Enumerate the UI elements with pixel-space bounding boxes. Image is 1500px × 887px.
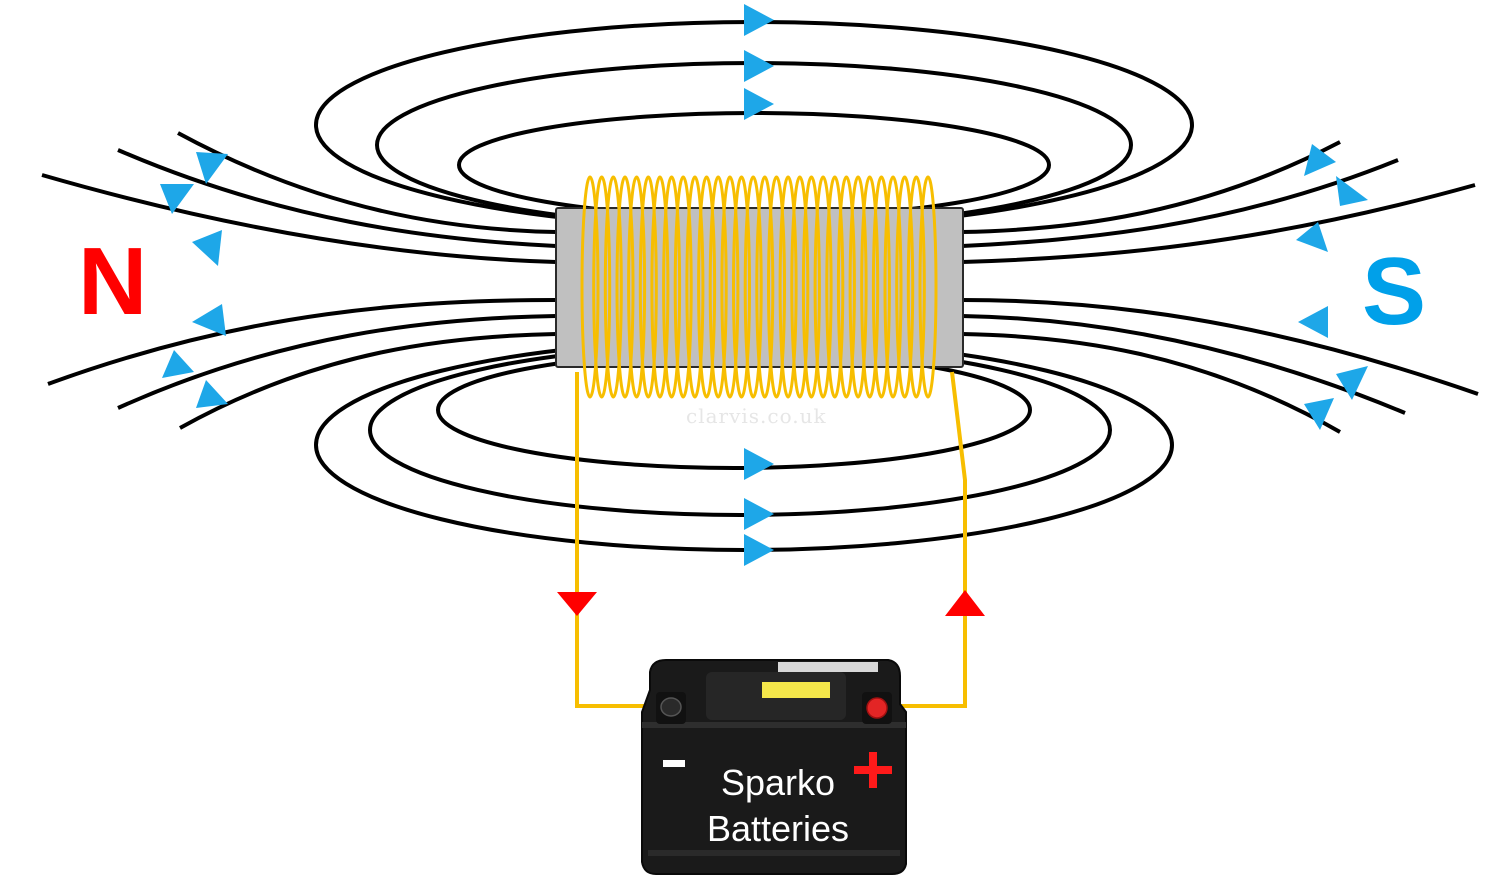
coil-turn — [813, 175, 833, 399]
field-arrow-icon — [196, 380, 228, 408]
coil-turn — [650, 175, 670, 399]
field-line-left — [179, 332, 557, 430]
current-arrow-up — [945, 590, 985, 616]
field-arrow-icon — [1304, 144, 1336, 176]
field-arrow-icon — [744, 50, 774, 82]
field-arrow-icon — [1336, 176, 1368, 206]
field-line-right — [961, 158, 1399, 248]
field-line-right — [961, 298, 1479, 396]
coil-turn — [790, 175, 810, 399]
coil-turn — [778, 175, 798, 399]
north-pole-label: N — [78, 228, 148, 335]
field-arrow-icon — [192, 230, 222, 266]
coil-turn — [708, 175, 728, 399]
field-arrow-icon — [1336, 366, 1368, 400]
coil-turn — [906, 175, 926, 399]
battery-brand-line2: Batteries — [706, 808, 850, 849]
coil-turn — [697, 175, 717, 399]
south-pole-label: S — [1362, 238, 1427, 345]
minus-icon — [663, 760, 685, 767]
car-battery-icon — [641, 659, 907, 875]
field-loop-bottom-middle — [368, 343, 1112, 517]
coil-turn — [767, 175, 786, 399]
field-arrow-icon — [1298, 306, 1328, 338]
coil-turn — [848, 175, 868, 399]
coil-winding — [580, 175, 938, 399]
positive-terminal — [866, 697, 888, 719]
coil-turn — [836, 175, 856, 399]
field-arrow-icon — [1296, 222, 1328, 252]
field-line-left — [117, 148, 557, 248]
field-line-left — [117, 314, 557, 410]
coil-turn — [720, 175, 740, 399]
coil-turn — [755, 175, 775, 399]
coil-turn — [743, 175, 763, 399]
coil-turn — [895, 175, 915, 399]
coil-turn — [627, 175, 647, 399]
watermark-text: clarvis.co.uk — [686, 404, 827, 428]
coil-turn — [580, 175, 600, 399]
field-line-left — [41, 173, 557, 264]
coil-turn — [603, 175, 623, 399]
field-arrow-icon — [192, 304, 226, 336]
coil-turn — [801, 175, 821, 399]
field-arrow-icon — [744, 4, 774, 36]
wire-negative — [575, 372, 670, 708]
coil-turn — [860, 175, 880, 399]
field-arrows — [160, 4, 1368, 566]
field-line-right — [961, 140, 1341, 234]
field-arrow-icon — [196, 152, 228, 184]
field-lines — [41, 20, 1479, 552]
field-loop-top-middle — [375, 61, 1133, 229]
field-line-right — [961, 332, 1341, 434]
coil-turn — [615, 175, 635, 399]
battery-label-sticker — [762, 682, 830, 698]
field-arrow-icon — [1304, 398, 1334, 430]
plus-icon — [869, 752, 877, 788]
field-arrow-icon — [744, 88, 774, 120]
field-line-right — [961, 183, 1476, 264]
field-arrow-icon — [744, 498, 774, 530]
coil-turn — [592, 175, 612, 399]
field-arrow-icon — [744, 534, 774, 566]
coil-turn — [918, 175, 938, 399]
field-line-right — [961, 314, 1406, 415]
coil-turn — [638, 175, 658, 399]
field-loop-top-inner — [457, 111, 1051, 219]
field-arrow-icon — [162, 350, 194, 378]
coil-turn — [825, 175, 845, 399]
field-loop-top-outer — [314, 20, 1194, 230]
field-line-left — [47, 298, 557, 386]
coil-turn — [732, 175, 751, 399]
field-arrow-icon — [744, 448, 774, 480]
coil-turn — [883, 175, 903, 399]
negative-terminal — [660, 697, 682, 717]
coil-turn — [662, 175, 682, 399]
coil-turn — [685, 175, 705, 399]
current-arrow-down — [557, 592, 597, 616]
battery-brand-line1: Sparko — [720, 762, 836, 803]
coil-turn — [673, 175, 693, 399]
field-arrow-icon — [160, 184, 194, 214]
coil-turn — [871, 175, 891, 399]
field-line-left — [177, 131, 557, 234]
